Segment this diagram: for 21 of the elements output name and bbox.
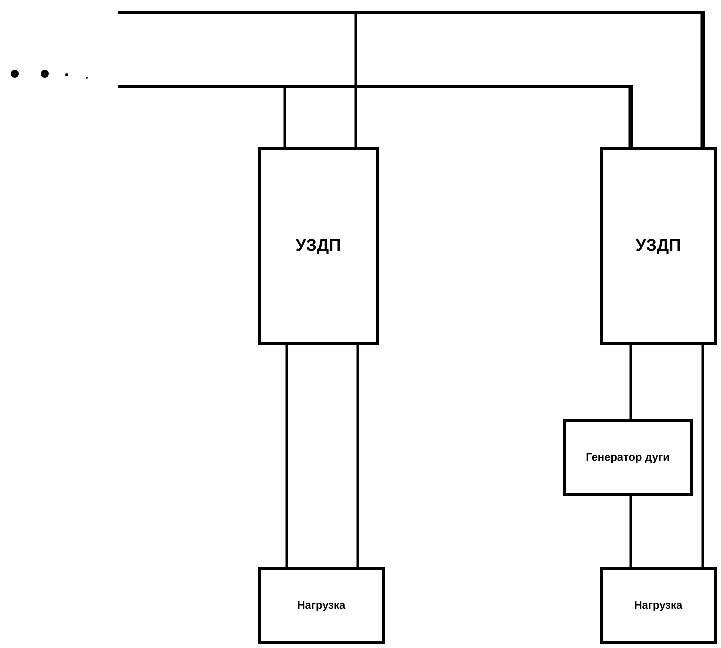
wire xyxy=(630,345,632,419)
device-box xyxy=(600,147,717,345)
wire xyxy=(628,88,634,147)
generator-box xyxy=(563,419,693,496)
load-box xyxy=(258,567,385,644)
node-label: Нагрузка xyxy=(633,600,684,612)
wire xyxy=(354,14,358,147)
node-label: Генератор дуги xyxy=(585,452,671,464)
wire xyxy=(286,345,288,567)
wire xyxy=(702,345,704,567)
node-label: УЗДП xyxy=(294,236,342,256)
device-box xyxy=(258,147,379,345)
wire xyxy=(284,88,286,147)
bus-line xyxy=(118,85,633,88)
wire xyxy=(356,345,360,567)
node-label: УЗДП xyxy=(634,236,682,256)
wire xyxy=(630,496,632,567)
node-label: Нагрузка xyxy=(296,600,347,612)
load-box xyxy=(600,567,717,644)
wire xyxy=(700,14,706,147)
bus-line xyxy=(118,11,705,14)
